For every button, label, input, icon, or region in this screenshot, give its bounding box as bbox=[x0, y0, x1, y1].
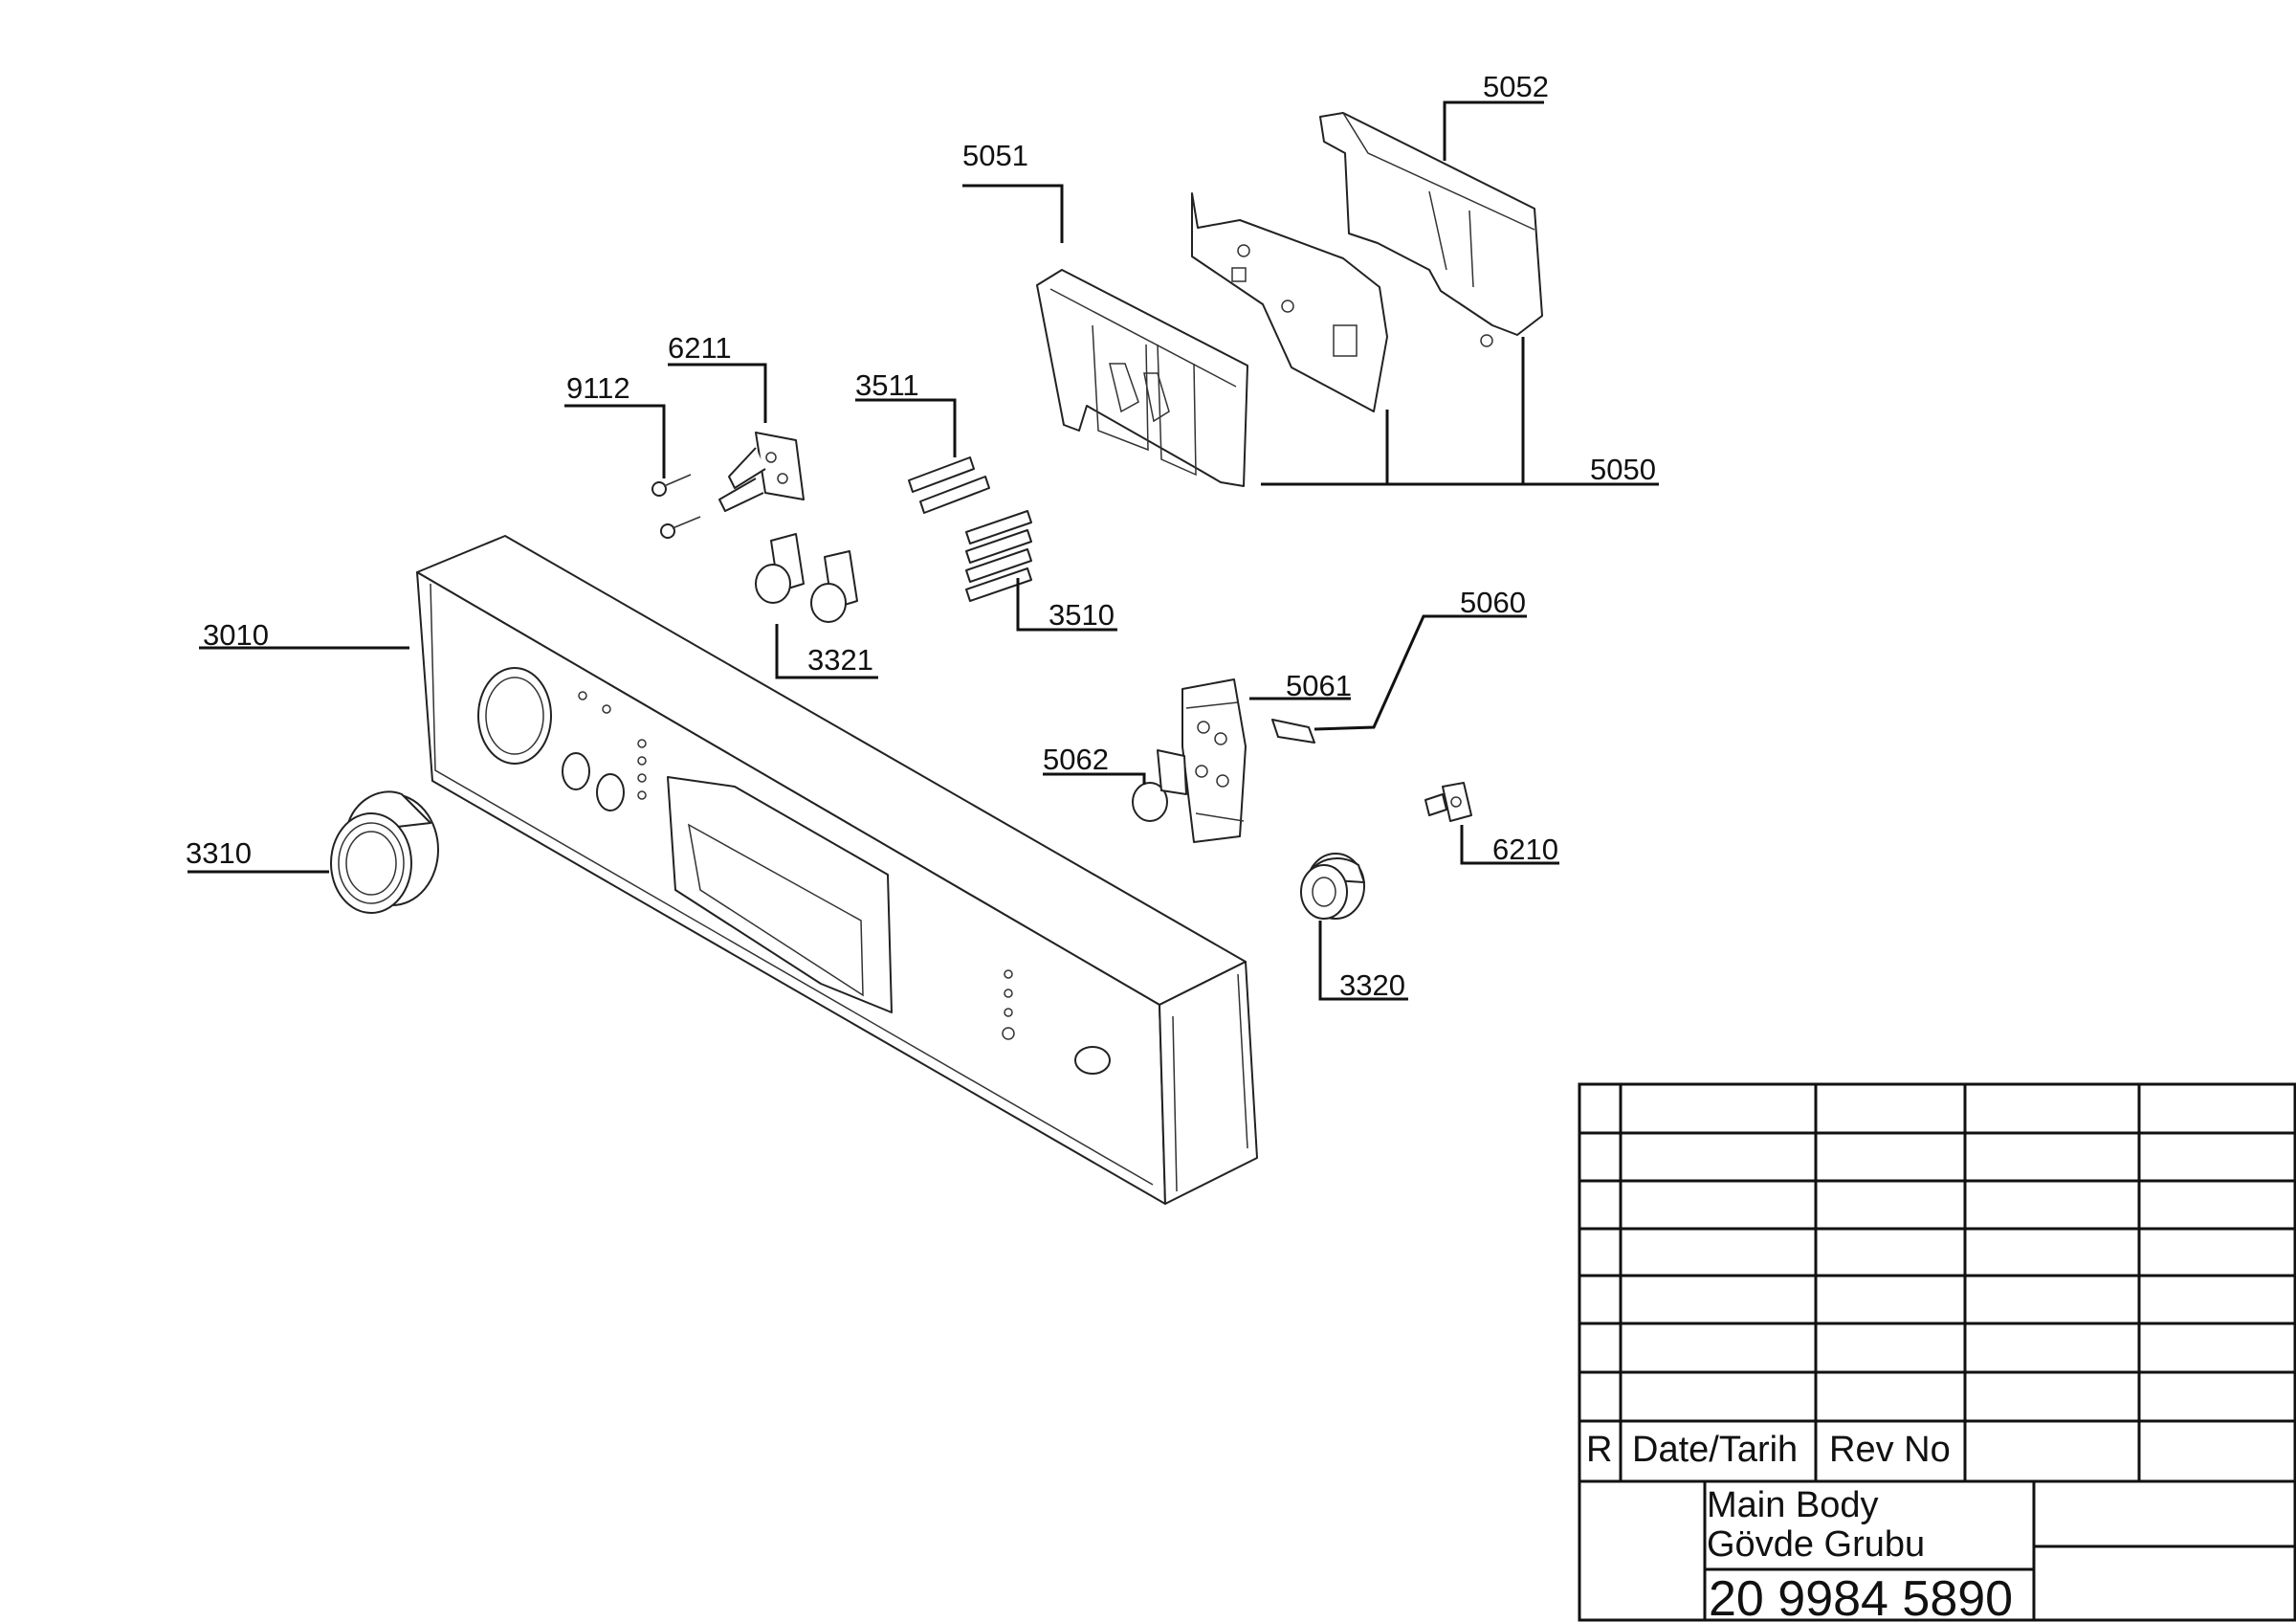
part-9112-screws bbox=[651, 474, 701, 539]
label-3320: 3320 bbox=[1339, 968, 1405, 1002]
drawing-part-number: 20 9984 5890 bbox=[1709, 1571, 2013, 1622]
part-3310-knob bbox=[330, 790, 439, 914]
label-6210: 6210 bbox=[1492, 833, 1558, 866]
label-3321: 3321 bbox=[807, 643, 873, 677]
part-3511-light-pipes bbox=[908, 456, 990, 514]
label-5061: 5061 bbox=[1286, 669, 1352, 702]
drawing-title-line2: Gövde Grubu bbox=[1707, 1524, 1925, 1565]
label-3010: 3010 bbox=[203, 618, 269, 652]
label-5062: 5062 bbox=[1043, 743, 1109, 776]
leader-lines bbox=[188, 100, 1659, 1001]
label-5050: 5050 bbox=[1590, 453, 1656, 486]
part-3320-knob bbox=[1300, 853, 1365, 920]
callout-labels: 5052 5051 6211 9112 3511 5050 3010 3321 … bbox=[186, 70, 1656, 1002]
label-3510: 3510 bbox=[1049, 598, 1115, 632]
label-9112: 9112 bbox=[566, 371, 630, 405]
rev-no-header: Rev No bbox=[1829, 1430, 1951, 1470]
title-block: R Date/Tarih Rev No Main Body Gövde Grub… bbox=[1578, 1082, 2296, 1622]
part-5060-small-board bbox=[1271, 719, 1315, 744]
part-5050-pcb bbox=[1191, 192, 1388, 412]
label-3511: 3511 bbox=[855, 368, 919, 402]
part-5052-cover bbox=[1319, 112, 1543, 347]
rev-marker: R bbox=[1586, 1430, 1612, 1470]
label-5052: 5052 bbox=[1483, 70, 1549, 103]
label-5060: 5060 bbox=[1460, 586, 1526, 619]
part-3010-control-panel bbox=[416, 535, 1258, 1205]
part-3510-light-pipes bbox=[965, 510, 1032, 602]
label-5051: 5051 bbox=[962, 139, 1028, 172]
label-3310: 3310 bbox=[186, 836, 252, 870]
label-6211: 6211 bbox=[668, 331, 732, 365]
part-3321-knobs bbox=[755, 533, 858, 623]
part-6210-switch bbox=[1424, 782, 1472, 822]
part-5051-holder bbox=[1036, 269, 1248, 487]
date-header: Date/Tarih bbox=[1632, 1430, 1798, 1470]
part-5061-5062-board-cluster bbox=[1132, 678, 1247, 843]
drawing-title-line1: Main Body bbox=[1707, 1485, 1879, 1525]
part-6211-switch bbox=[718, 432, 805, 512]
